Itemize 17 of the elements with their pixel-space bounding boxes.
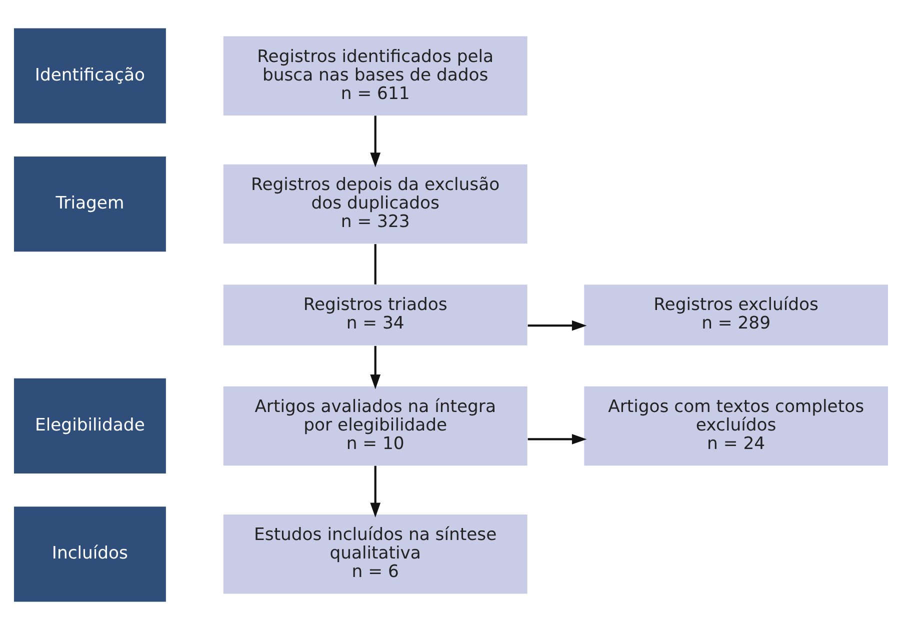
node-box: Triagem bbox=[14, 156, 166, 252]
arrow bbox=[528, 320, 587, 330]
node-box: Registros depois da exclusão dos duplicados n = 323 bbox=[223, 164, 528, 244]
node-box: Identificação bbox=[14, 28, 166, 123]
node-box: Registros excluídos n = 289 bbox=[584, 284, 888, 345]
node-box: Incluídos bbox=[14, 506, 166, 602]
arrow bbox=[528, 434, 587, 444]
arrow bbox=[370, 115, 381, 167]
node-box: Registros identificados pela busca nas bases de dados n = 611 bbox=[223, 36, 528, 115]
node-box: Registros triados n = 34 bbox=[223, 284, 528, 345]
node-box: Estudos incluídos na síntese qualitativa n = 6 bbox=[223, 514, 528, 594]
arrow bbox=[370, 465, 381, 518]
connector bbox=[374, 244, 376, 284]
node-box: Artigos com textos completos excluídos n = 24 bbox=[584, 386, 888, 466]
arrow bbox=[370, 345, 381, 389]
node-box: Elegibilidade bbox=[14, 378, 166, 474]
node-box: Artigos avaliados na íntegra por elegibilidade n = 10 bbox=[223, 386, 528, 466]
